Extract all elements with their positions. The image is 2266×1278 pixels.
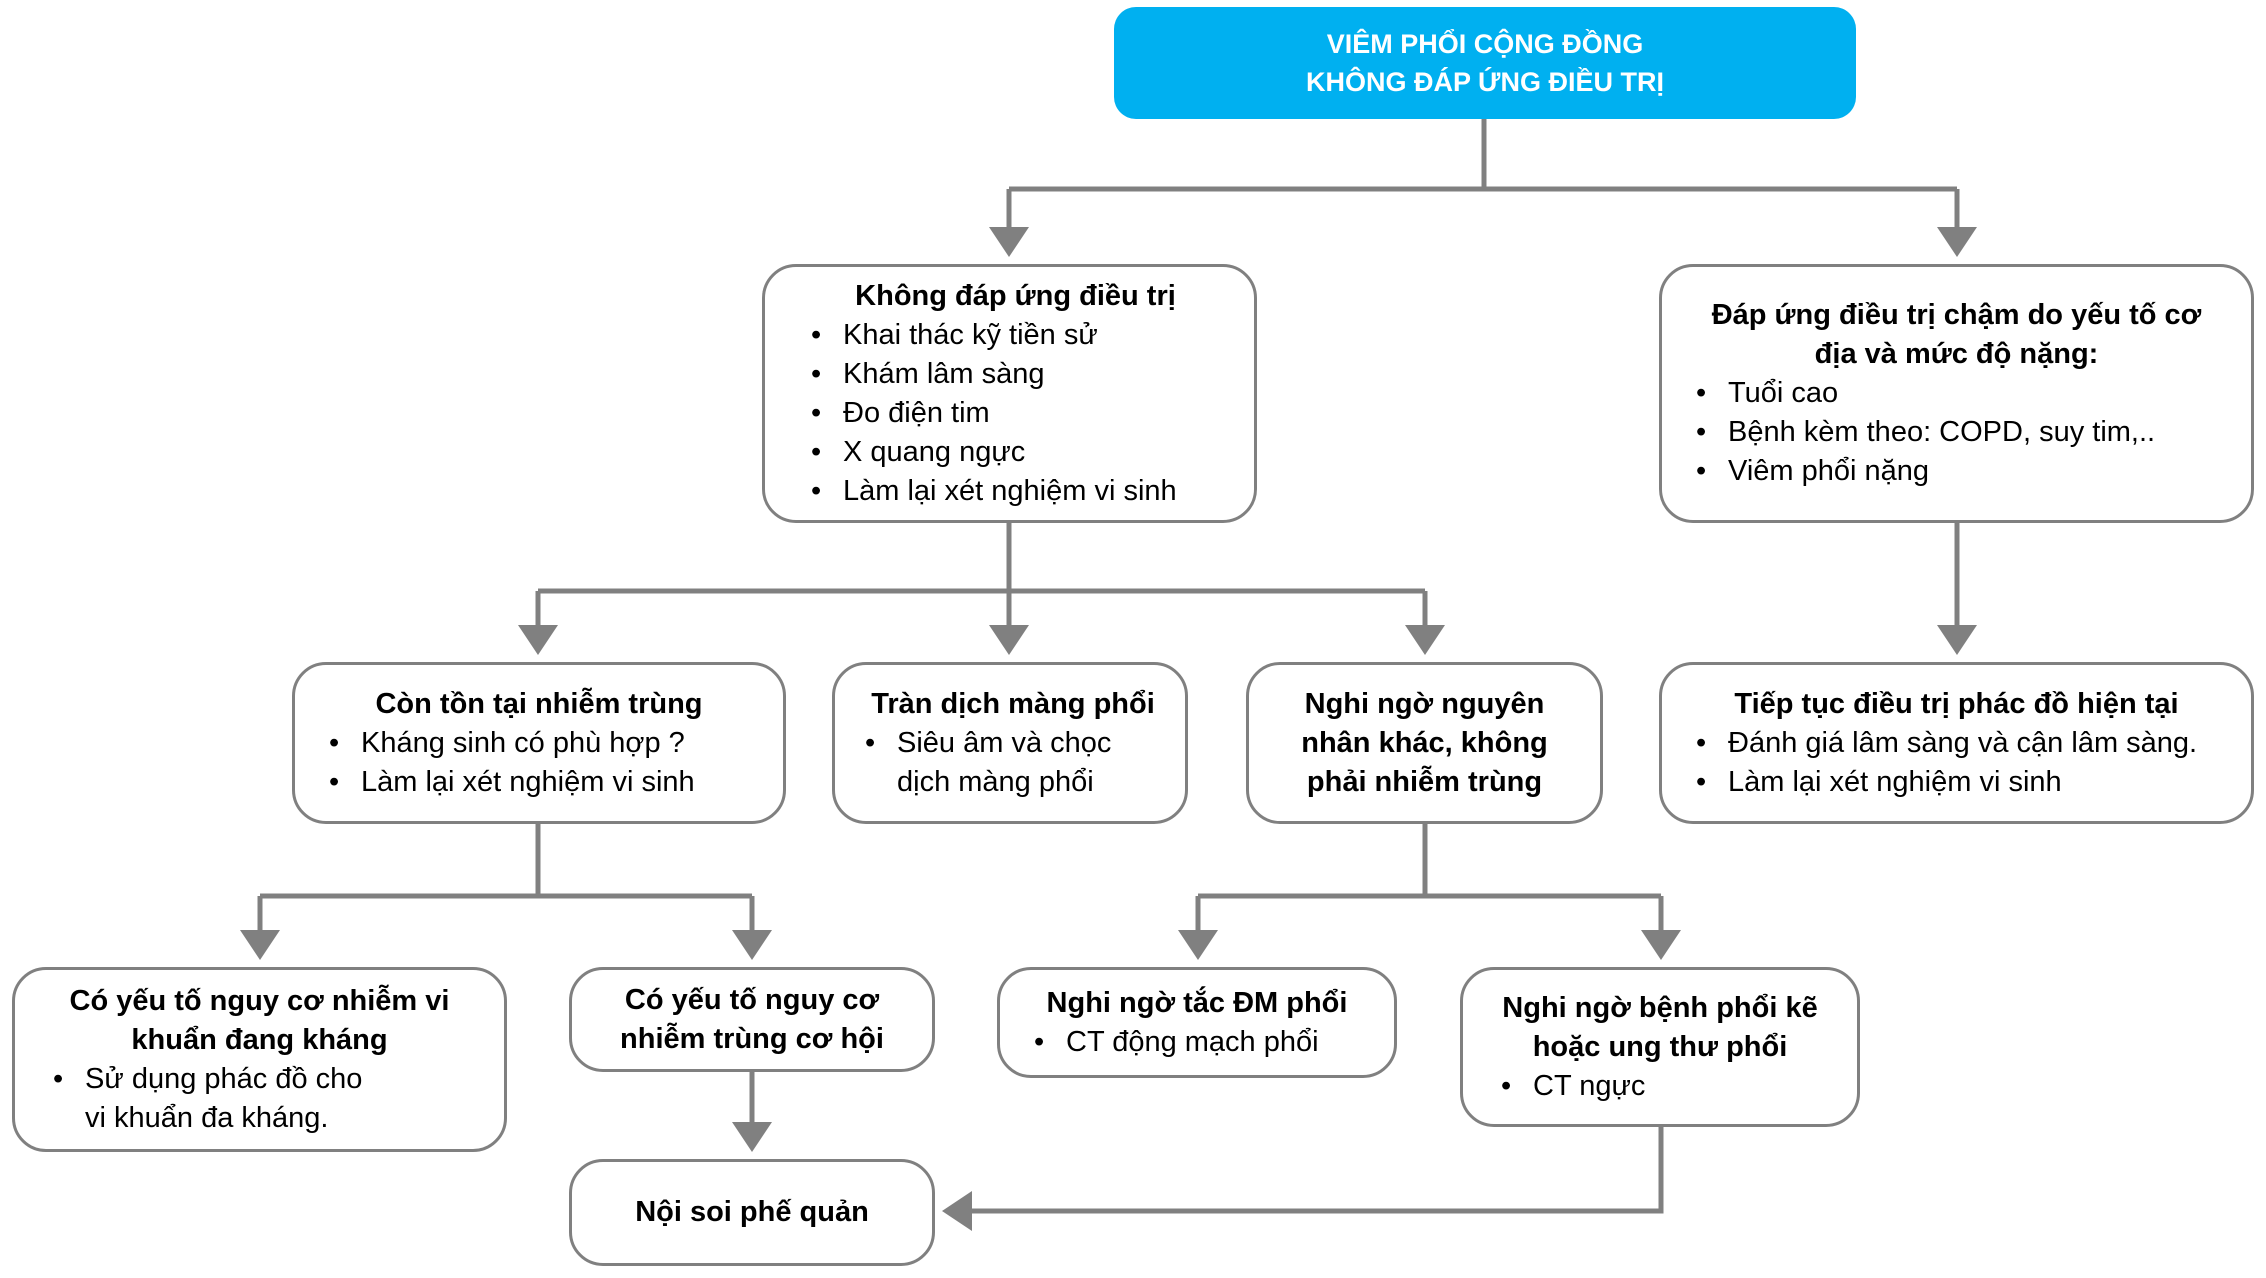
node-title: Tràn dịch màng phổi [871,687,1155,720]
node-list: Kháng sinh có phù hợp ? Làm lại xét nghi… [321,724,757,802]
list-item: Sử dụng phác đồ cho vi khuẩn đa kháng. [45,1060,474,1138]
list-item: Tuổi cao [1688,374,2225,413]
list-item: Viêm phổi nặng [1688,452,2225,491]
list-item: Siêu âm và chọc dịch màng phổi [857,724,1169,802]
node-title: Nội soi phế quản [635,1196,869,1228]
node-title: Còn tồn tại nhiễm trùng [375,687,703,720]
node-continue-treatment: Tiếp tục điều trị phác đồ hiện tại Đánh … [1659,662,2254,824]
node-title: Nghi ngờ bệnh phổi kẽ hoặc ung thư phổi [1502,991,1818,1063]
list-item: CT động mạch phổi [1026,1023,1368,1062]
node-resistant-bacteria: Có yếu tố nguy cơ nhiễm vi khuẩn đang kh… [12,967,507,1152]
node-non-infectious: Nghi ngờ nguyên nhân khác, không phải nh… [1246,662,1603,824]
list-item: Khám lâm sàng [803,355,1228,394]
node-pulmonary-embolism: Nghi ngờ tắc ĐM phổi CT động mạch phổi [997,967,1397,1078]
node-list: Đánh giá lâm sàng và cận lâm sàng. Làm l… [1688,724,2225,802]
root-node: VIÊM PHỔI CỘNG ĐỒNG KHÔNG ĐÁP ỨNG ĐIỀU T… [1114,7,1856,119]
node-title: Không đáp ứng điều trị [855,279,1176,312]
node-title: Có yếu tố nguy cơ nhiễm vi khuẩn đang kh… [69,984,450,1056]
node-list: CT động mạch phổi [1026,1023,1368,1062]
node-list: Sử dụng phác đồ cho vi khuẩn đa kháng. [45,1060,474,1138]
node-list: Khai thác kỹ tiền sử Khám lâm sàng Đo đi… [803,316,1228,511]
node-title: Đáp ứng điều trị chậm do yếu tố cơ địa v… [1711,299,2202,370]
list-item: Làm lại xét nghiệm vi sinh [1688,763,2225,802]
node-title: Nghi ngờ tắc ĐM phổi [1046,986,1348,1019]
node-persistent-infection: Còn tồn tại nhiễm trùng Kháng sinh có ph… [292,662,786,824]
list-item: Làm lại xét nghiệm vi sinh [803,472,1228,511]
list-item: Đo điện tim [803,394,1228,433]
node-slow-response: Đáp ứng điều trị chậm do yếu tố cơ địa v… [1659,264,2254,523]
list-item: Khai thác kỹ tiền sử [803,316,1228,355]
node-title: Tiếp tục điều trị phác đồ hiện tại [1734,687,2179,720]
list-item: Làm lại xét nghiệm vi sinh [321,763,757,802]
node-no-response: Không đáp ứng điều trị Khai thác kỹ tiền… [762,264,1257,523]
arrow-interstitial-to-bronchoscopy [942,1127,1664,1231]
node-interstitial-or-cancer: Nghi ngờ bệnh phổi kẽ hoặc ung thư phổi … [1460,967,1860,1127]
root-title-line1: VIÊM PHỔI CỘNG ĐỒNG [1326,29,1644,59]
list-item: Bệnh kèm theo: COPD, suy tim,.. [1688,413,2225,452]
node-list: CT ngực [1493,1067,1827,1106]
node-list: Tuổi cao Bệnh kèm theo: COPD, suy tim,..… [1688,374,2225,491]
list-item: X quang ngực [803,433,1228,472]
list-item: Kháng sinh có phù hợp ? [321,724,757,763]
root-title-line2: KHÔNG ĐÁP ỨNG ĐIỀU TRỊ [1306,67,1664,97]
list-item: CT ngực [1493,1067,1827,1106]
list-item: Đánh giá lâm sàng và cận lâm sàng. [1688,724,2225,763]
node-opportunistic: Có yếu tố nguy cơ nhiễm trùng cơ hội [569,967,935,1072]
node-title: Có yếu tố nguy cơ nhiễm trùng cơ hội [620,983,884,1055]
node-title: Nghi ngờ nguyên nhân khác, không phải nh… [1301,687,1548,798]
node-bronchoscopy: Nội soi phế quản [569,1159,935,1266]
node-pleural-effusion: Tràn dịch màng phổi Siêu âm và chọc dịch… [832,662,1188,824]
node-list: Siêu âm và chọc dịch màng phổi [857,724,1169,802]
